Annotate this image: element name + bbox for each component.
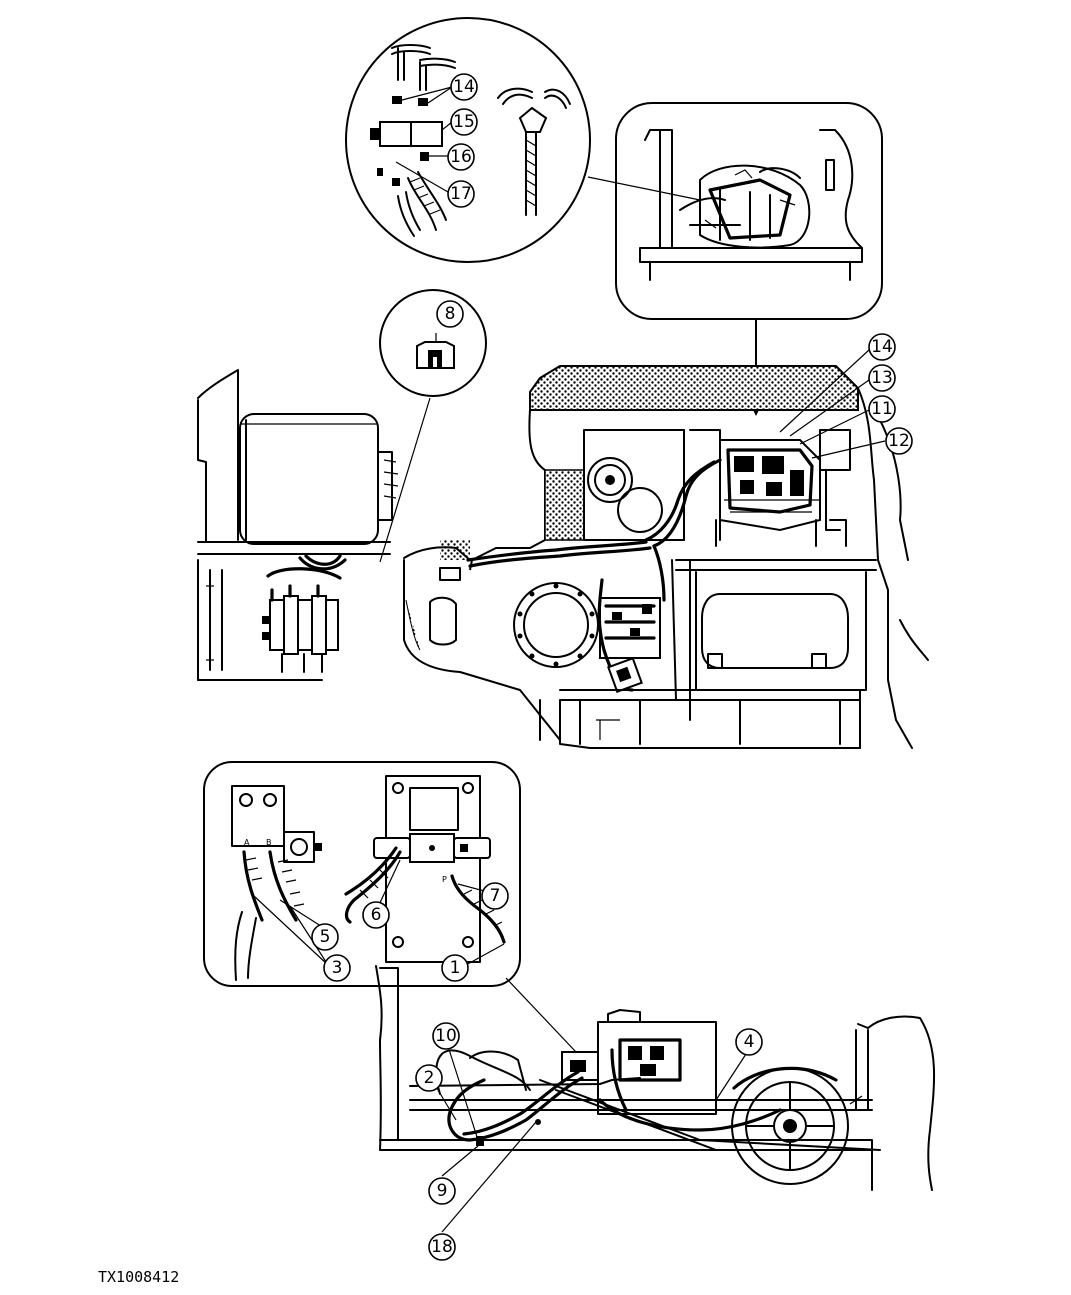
callout-6: 6 bbox=[362, 901, 390, 929]
svg-text:16: 16 bbox=[450, 147, 472, 167]
callout-18: 18 bbox=[428, 1233, 456, 1261]
svg-text:14: 14 bbox=[453, 77, 475, 97]
detail-leader-top bbox=[587, 176, 701, 201]
document-id: TX1008412 bbox=[98, 1268, 179, 1286]
main-view-leaders bbox=[779, 349, 886, 459]
callout-17: 17 bbox=[447, 180, 475, 208]
svg-text:11: 11 bbox=[871, 399, 893, 419]
detail-filter-parts bbox=[345, 17, 591, 263]
svg-text:1: 1 bbox=[450, 958, 461, 978]
detail-bracket bbox=[379, 289, 487, 563]
callout-10: 10 bbox=[432, 1022, 460, 1050]
svg-text:9: 9 bbox=[437, 1181, 448, 1201]
port-p-label: P bbox=[442, 875, 447, 884]
main-machine-frame bbox=[403, 365, 929, 749]
svg-text:10: 10 bbox=[435, 1026, 457, 1046]
callout-3: 3 bbox=[323, 954, 351, 982]
callout-14-main: 14 bbox=[868, 333, 896, 361]
callout-4: 4 bbox=[735, 1028, 763, 1056]
detail-pump-box bbox=[615, 102, 883, 320]
callout-9: 9 bbox=[428, 1177, 456, 1205]
callout-16: 16 bbox=[447, 143, 475, 171]
callout-5: 5 bbox=[311, 923, 339, 951]
svg-text:3: 3 bbox=[332, 958, 343, 978]
port-b-label: B bbox=[266, 838, 272, 847]
callout-11: 11 bbox=[868, 395, 896, 423]
callout-1: 1 bbox=[441, 954, 469, 982]
lower-machine-view bbox=[375, 965, 936, 1233]
detail-leader-bottom bbox=[505, 977, 577, 1053]
svg-text:7: 7 bbox=[490, 886, 501, 906]
left-machine-section bbox=[197, 369, 399, 681]
callout-12: 12 bbox=[885, 427, 913, 455]
svg-text:4: 4 bbox=[744, 1032, 755, 1052]
svg-text:18: 18 bbox=[431, 1237, 453, 1257]
callout-8: 8 bbox=[436, 300, 464, 328]
svg-text:14: 14 bbox=[871, 337, 893, 357]
svg-text:15: 15 bbox=[453, 112, 475, 132]
svg-text:8: 8 bbox=[445, 304, 456, 324]
svg-text:17: 17 bbox=[450, 184, 472, 204]
svg-text:12: 12 bbox=[888, 431, 910, 451]
callout-2: 2 bbox=[415, 1064, 443, 1092]
callouts: 14 15 16 17 8 14 13 11 bbox=[311, 73, 913, 1261]
svg-text:5: 5 bbox=[320, 927, 331, 947]
callout-7: 7 bbox=[481, 882, 509, 910]
svg-text:6: 6 bbox=[371, 905, 382, 925]
svg-text:2: 2 bbox=[424, 1068, 435, 1088]
callout-15: 15 bbox=[450, 108, 478, 136]
port-a-label: A bbox=[244, 838, 250, 847]
svg-text:13: 13 bbox=[871, 368, 893, 388]
callout-14-detail: 14 bbox=[450, 73, 478, 101]
detail-valve-box: A B P bbox=[203, 761, 521, 987]
callout-13: 13 bbox=[868, 364, 896, 392]
